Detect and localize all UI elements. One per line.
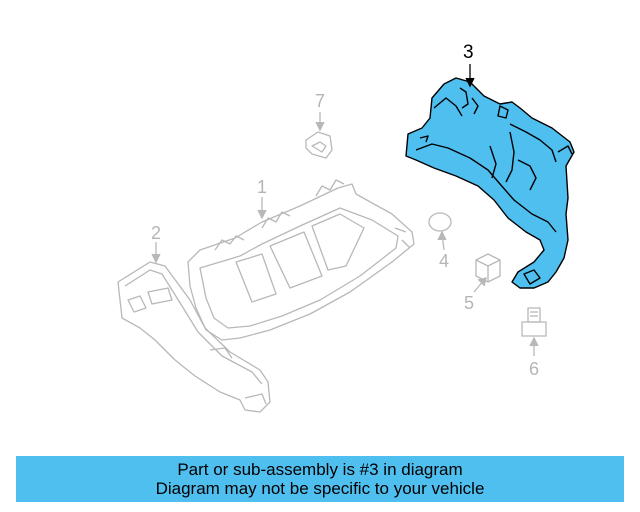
diagram-canvas: [117, 64, 575, 413]
part-3-shield-highlighted[interactable]: [405, 77, 575, 289]
leader-arrows: [151, 64, 539, 356]
part-7-clip: [305, 131, 333, 159]
leader-5: [473, 277, 487, 293]
callout-6[interactable]: 6: [529, 359, 540, 379]
leader-4: [437, 230, 447, 251]
leader-3: [465, 64, 475, 88]
callout-5[interactable]: 5: [464, 293, 475, 313]
leader-1: [257, 197, 267, 220]
callout-4[interactable]: 4: [439, 251, 450, 271]
part-1-undershield: [187, 179, 415, 341]
parts-diagram: 3 7 1 2 4 5 6: [117, 42, 575, 413]
banner-line-2: Diagram may not be specific to your vehi…: [155, 479, 485, 498]
info-banner: Part or sub-assembly is #3 in diagram Di…: [16, 456, 624, 502]
part-4-grommet: [428, 212, 452, 232]
part-5-clip: [475, 253, 501, 283]
callout-7[interactable]: 7: [315, 91, 326, 111]
part-6-bolt: [521, 307, 547, 337]
banner-line-1: Part or sub-assembly is #3 in diagram: [177, 460, 463, 479]
leader-7: [315, 112, 325, 132]
callout-3[interactable]: 3: [463, 42, 474, 63]
leader-6: [529, 336, 539, 356]
part-2-bracket: [117, 261, 271, 413]
callout-2[interactable]: 2: [151, 223, 162, 243]
callout-1[interactable]: 1: [257, 177, 268, 197]
leader-2: [151, 242, 161, 264]
